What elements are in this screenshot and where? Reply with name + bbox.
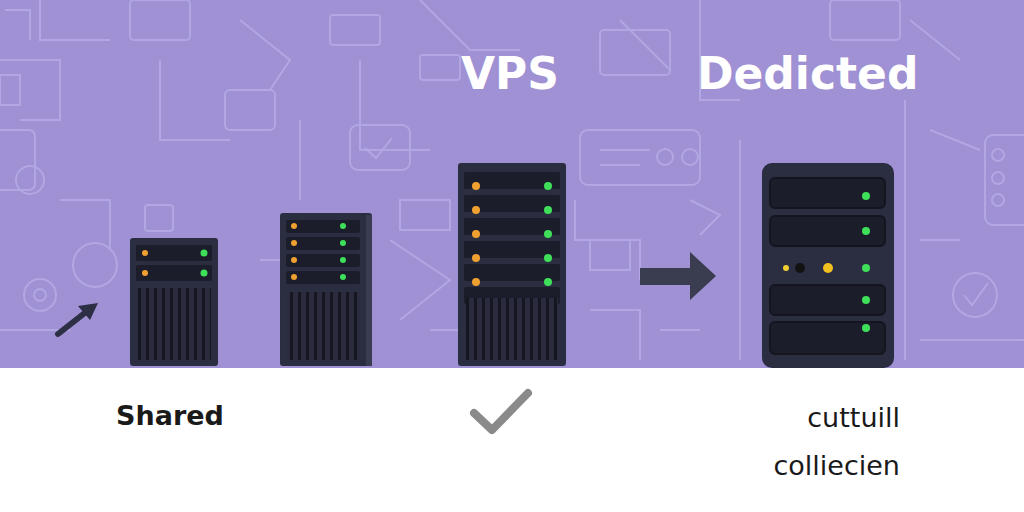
note-line: colliecien [773,450,900,481]
vps-heading: VPS [461,48,559,99]
note-line: cuttuill [807,402,900,433]
shared-label: Shared [116,400,224,431]
dedicated-heading: Dedicted [697,48,918,99]
